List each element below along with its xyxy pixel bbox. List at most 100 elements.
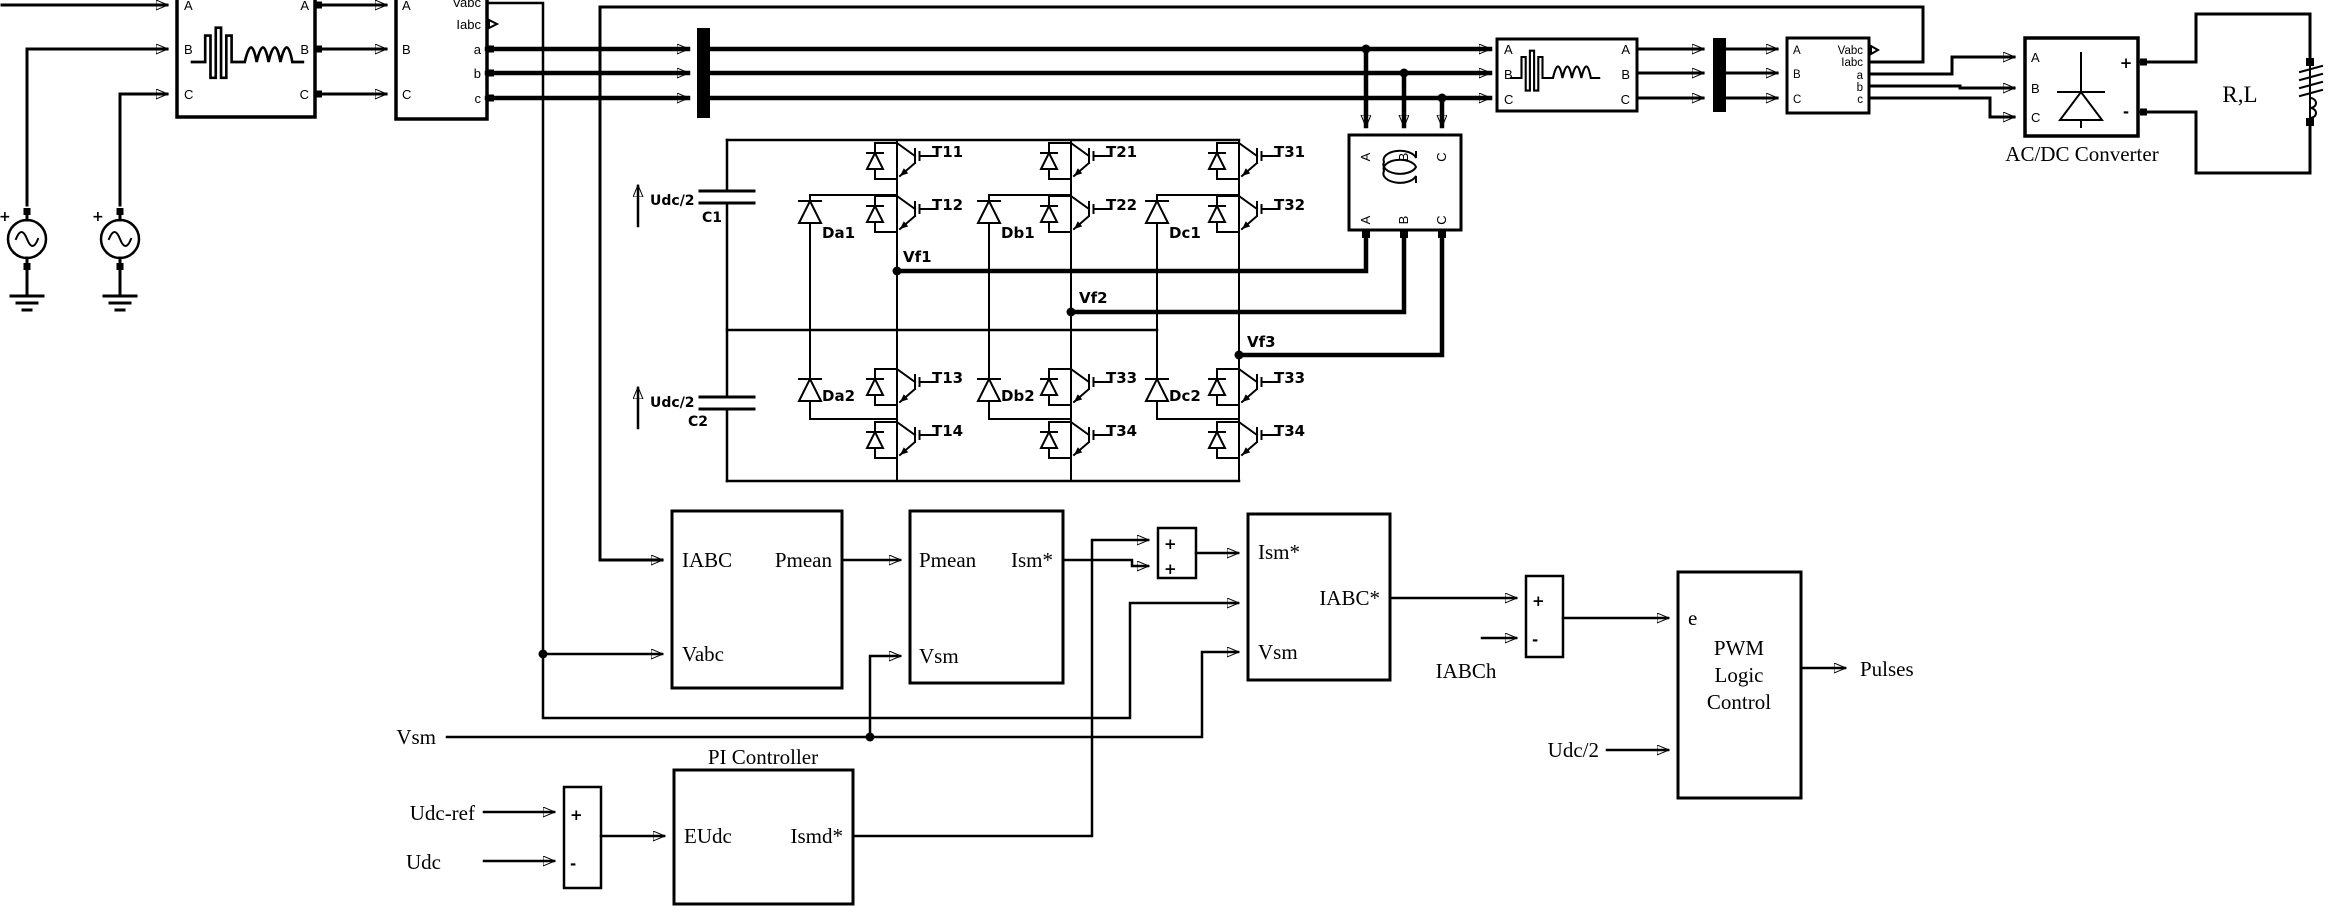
ground-2[interactable] (102, 294, 138, 312)
sum-block-1[interactable] (1156, 526, 1198, 580)
diode-icon (2058, 90, 2104, 121)
converter-label: AC/DC Converter (2005, 142, 2158, 166)
vi-measurement-block-1[interactable] (394, 0, 489, 121)
resistor-icon (2298, 64, 2324, 98)
bus-bar-1[interactable] (697, 28, 710, 118)
pwm-line1: PWM (1714, 636, 1765, 660)
t-label: T22 (1106, 196, 1137, 214)
ground-1[interactable] (9, 294, 45, 312)
port-label: C (402, 87, 411, 102)
t-label: T33 (1274, 369, 1305, 387)
pi-controller-block[interactable] (672, 768, 855, 906)
output-port-stub (488, 18, 500, 30)
port-label: c (475, 91, 482, 106)
vf-label: Vf3 (1247, 333, 1276, 351)
in-label: Ism* (1258, 540, 1300, 564)
port-label: B (300, 42, 309, 57)
wire-ism (1061, 558, 1148, 566)
wire-load-plus (2136, 12, 2312, 64)
d-label: Db1 (1001, 224, 1035, 242)
port-label: A (1793, 45, 1801, 57)
three-phase-source[interactable] (0, 206, 141, 312)
ac-source-1[interactable] (0, 206, 48, 295)
udc-label: Udc (406, 850, 441, 874)
sum-block-3[interactable] (562, 785, 603, 890)
port-label: b (474, 66, 481, 81)
output-port-stub (1870, 44, 1881, 56)
vf-label: Vf1 (903, 248, 932, 266)
ism-calc-block[interactable] (908, 509, 1065, 685)
d-label: Da2 (822, 387, 855, 405)
wire-m2-conv-a (1867, 57, 2014, 76)
t-label: T34 (1106, 422, 1137, 440)
pwm-logic-block[interactable] (1676, 570, 1803, 800)
pwm-line3: Control (1707, 690, 1771, 714)
sum-sign: + (1532, 592, 1545, 610)
rl-load[interactable]: R,L (2136, 12, 2324, 175)
t-label: T31 (1274, 143, 1305, 161)
vsm-label: Vsm (396, 725, 436, 749)
sum-block-2[interactable] (1524, 574, 1565, 659)
port-label: A (1621, 42, 1630, 57)
pi-title: PI Controller (708, 745, 818, 769)
t-label: T33 (1106, 369, 1137, 387)
port-label: A (2031, 50, 2040, 65)
port-label: A (1504, 42, 1513, 57)
out-label: Ismd* (791, 824, 844, 848)
port-label: b (1857, 82, 1863, 94)
npc-inverter: Udc/2 C1 Udc/2 C2 T11 T12 T13 T14 T21 T2… (638, 138, 1445, 483)
d-label: Da1 (822, 224, 855, 242)
t-label: T12 (932, 196, 963, 214)
minus-port: - (2123, 103, 2129, 121)
sum-sign: - (570, 855, 576, 873)
wire-iabc-feedback (598, 5, 1925, 560)
port-label: C (1504, 92, 1513, 107)
sum-sign: + (570, 806, 583, 824)
port-label: B (1396, 216, 1411, 225)
capacitor-c2[interactable] (698, 395, 756, 411)
wire-vf2 (1068, 231, 1407, 315)
port-label: Iabc (456, 17, 481, 32)
vf-label: Vf2 (1079, 289, 1108, 307)
t-label: T21 (1106, 143, 1137, 161)
t-label: T34 (1274, 422, 1305, 440)
port-label: B (402, 42, 411, 57)
port-label: C (300, 87, 309, 102)
port-label: A (1358, 152, 1373, 161)
sum-sign: + (1164, 535, 1177, 553)
out-label: IABC* (1319, 586, 1380, 610)
vi-measurement-block-2[interactable] (1785, 36, 1871, 115)
series-rl-block-2[interactable] (1495, 37, 1639, 113)
in-label: Vabc (682, 642, 724, 666)
bus-bar-2[interactable] (1713, 38, 1726, 112)
port-label: A (184, 0, 193, 13)
wire-m2-conv-c (1867, 96, 2014, 117)
power-calc-block[interactable] (670, 509, 844, 690)
pwm-line2: Logic (1715, 663, 1764, 687)
ac-source-2[interactable] (90, 206, 141, 295)
port-label: A (1358, 215, 1373, 224)
port-label: C (2031, 110, 2040, 125)
port-label: Iabc (1841, 57, 1863, 69)
capacitor-c1[interactable] (698, 189, 756, 205)
out-label: Ism* (1011, 548, 1053, 572)
port-label: C (1434, 215, 1449, 224)
out-label: Pmean (775, 548, 833, 572)
port-label: Vabc (452, 0, 481, 10)
port-label: c (1857, 94, 1863, 106)
port-label: B (1396, 153, 1411, 162)
wire-load-minus (2136, 110, 2312, 175)
port-label: B (1621, 67, 1630, 82)
current-ref-block[interactable] (1246, 512, 1392, 682)
iabch-label: IABCh (1436, 659, 1497, 683)
in-label: EUdc (684, 824, 732, 848)
c1-label: C1 (702, 210, 722, 226)
sum-sign: - (1532, 631, 1538, 649)
wire-vsm (445, 652, 1238, 739)
in-label: Vsm (919, 644, 959, 668)
port-label: A (300, 0, 309, 13)
wire-vsm-branch (868, 656, 900, 739)
wire-source-b (25, 49, 167, 207)
udc-half-label: Udc/2 (650, 395, 695, 411)
